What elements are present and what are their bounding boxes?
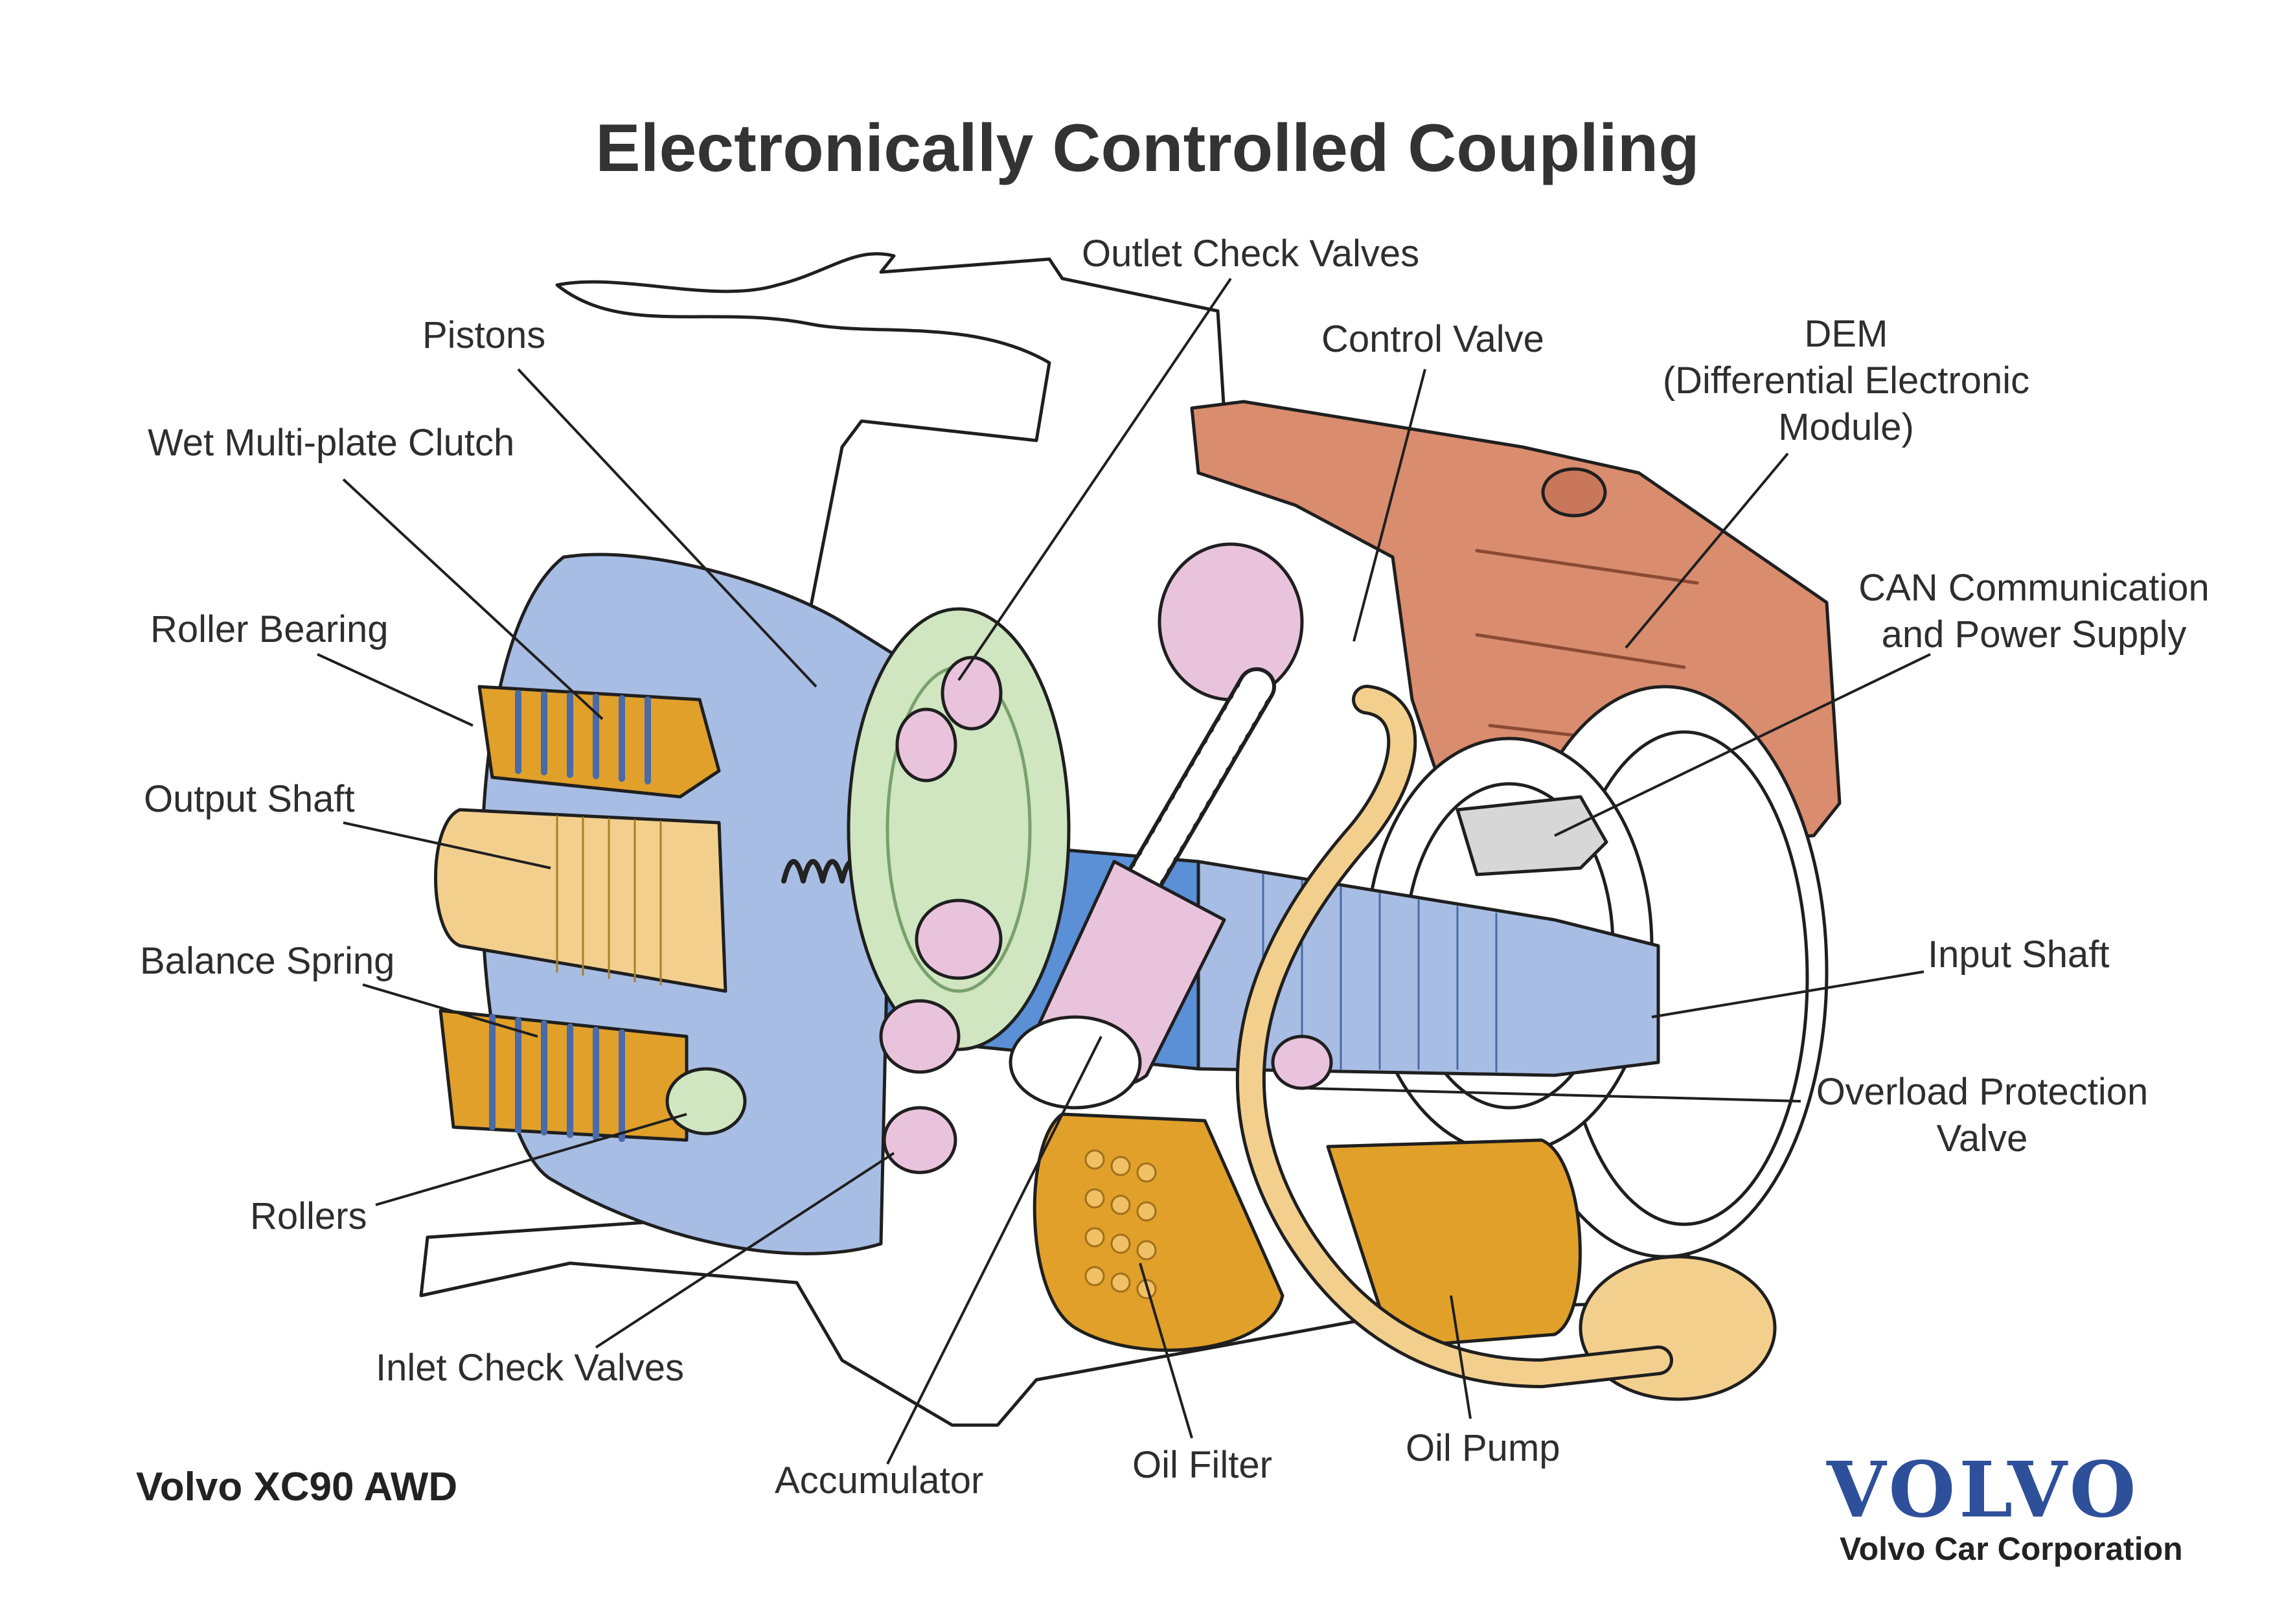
label-dem-line1: DEM (1804, 313, 1888, 355)
can-connector (1456, 795, 1608, 876)
label-dem: DEM (Differential Electronic Module) (1645, 311, 2047, 451)
oil-filter (1033, 1112, 1285, 1352)
label-overload-protection: Overload Protection Valve (1794, 1069, 2170, 1162)
label-oil-pump: Oil Pump (1406, 1427, 1560, 1469)
label-pistons: Pistons (422, 314, 546, 356)
label-rollers: Rollers (250, 1195, 367, 1237)
label-overload-line2: Valve (1936, 1117, 2028, 1160)
label-can-line2: and Power Supply (1881, 613, 2187, 656)
diagram-title: Electronically Controlled Coupling (595, 111, 1700, 186)
pink-valves (879, 542, 1333, 1174)
piston-plate (847, 607, 1071, 1051)
model-name: Volvo XC90 AWD (136, 1465, 458, 1509)
label-overload-line1: Overload Protection (1816, 1071, 2149, 1113)
label-inlet-check-valves: Inlet Check Valves (376, 1347, 685, 1389)
company-name: Volvo Car Corporation (1840, 1531, 2183, 1567)
label-can-line1: CAN Communication (1858, 567, 2209, 609)
leader-lines (317, 277, 1931, 1465)
label-roller-bearing: Roller Bearing (150, 608, 389, 650)
label-output-shaft: Output Shaft (144, 778, 355, 820)
label-dem-line2: (Differential Electronic (1662, 360, 2030, 402)
label-balance-spring: Balance Spring (140, 940, 395, 982)
label-outlet-check-valves: Outlet Check Valves (1082, 233, 1420, 275)
label-input-shaft: Input Shaft (1928, 933, 2110, 976)
volvo-logo: VOLVO (1827, 1445, 2140, 1535)
label-wet-multiplate-clutch: Wet Multi-plate Clutch (148, 422, 515, 464)
label-control-valve: Control Valve (1321, 318, 1544, 360)
oil-pump (1326, 1138, 1582, 1349)
label-accumulator: Accumulator (775, 1459, 984, 1502)
roller (665, 1067, 747, 1136)
label-dem-line3: Module) (1778, 406, 1914, 448)
label-oil-filter: Oil Filter (1132, 1444, 1272, 1486)
label-can: CAN Communication and Power Supply (1840, 565, 2228, 658)
output-shaft (434, 808, 727, 993)
